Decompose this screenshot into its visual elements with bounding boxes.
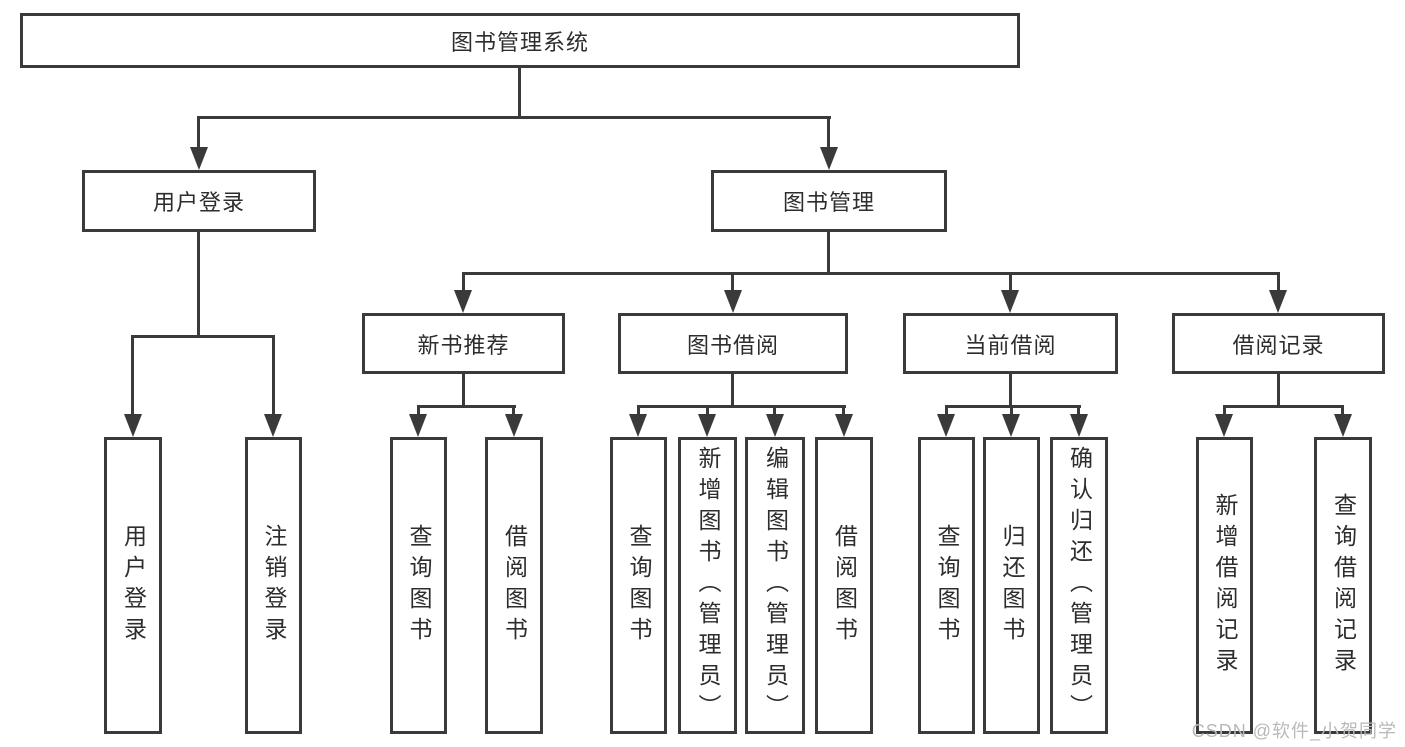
node-book-management-label: 图书管理 <box>782 190 875 215</box>
node-book-management: 图书管理 <box>711 170 947 232</box>
arrowhead-leaf-logout <box>264 414 282 437</box>
node-new-book-recommend: 新书推荐 <box>362 313 565 374</box>
edge-drop-leaf-logout <box>272 335 275 415</box>
leaf-add-books-admin-label: 新增图书（管理员） <box>695 446 721 725</box>
node-new-book-recommend-label: 新书推荐 <box>417 332 510 358</box>
node-root-system: 图书管理系统 <box>20 13 1020 68</box>
arrowhead-borrow-books-b <box>505 414 523 437</box>
edge-drop-query-books-b <box>417 405 420 417</box>
arrowhead-current-borrow <box>1001 290 1019 313</box>
arrowhead-book-management <box>820 147 838 170</box>
arrowhead-book-borrow <box>724 290 742 313</box>
leaf-query-books-current: 查询图书 <box>918 437 975 734</box>
leaf-borrow-books-label: 借阅图书 <box>831 523 858 648</box>
edge-user-login-rail <box>131 335 275 338</box>
edge-l2-rail <box>197 116 831 119</box>
edge-drop-borrow-books-c <box>842 405 845 417</box>
edge-drop-book-borrow <box>731 272 734 292</box>
arrowhead-query-books-c <box>629 414 647 437</box>
leaf-add-books-admin: 新增图书（管理员） <box>678 437 737 734</box>
leaf-return-books: 归还图书 <box>983 437 1040 734</box>
node-user-login-module-label: 用户登录 <box>152 190 245 215</box>
csdn-watermark: CSDN @软件_小贺同学 <box>1191 721 1397 741</box>
edge-drop-add-record-e <box>1223 405 1226 417</box>
leaf-logout: 注销登录 <box>245 437 302 734</box>
leaf-query-books-recommend: 查询图书 <box>390 437 447 734</box>
arrowhead-add-record-e <box>1215 414 1233 437</box>
arrowhead-add-books-c <box>698 414 716 437</box>
leaf-query-books-borrow-label: 查询图书 <box>626 523 652 648</box>
arrowhead-query-record-e <box>1334 414 1352 437</box>
edge-l3-rail <box>462 272 1280 275</box>
edge-drop-current-borrow <box>1009 272 1012 292</box>
edge-new-book-rail <box>417 405 516 408</box>
leaf-logout-label: 注销登录 <box>261 523 287 648</box>
leaf-query-borrow-record: 查询借阅记录 <box>1314 437 1372 734</box>
edge-current-borrow-stub <box>1009 374 1012 407</box>
leaf-confirm-return-admin-label: 确认归还（管理员） <box>1066 446 1093 725</box>
edge-borrow-records-rail <box>1223 405 1343 408</box>
edge-drop-user-login <box>197 116 200 150</box>
leaf-add-borrow-record: 新增借阅记录 <box>1196 437 1253 734</box>
edge-book-management-stub <box>827 232 830 274</box>
leaf-borrow-books-recommend-label: 借阅图书 <box>501 523 528 648</box>
edge-new-book-stub <box>462 374 465 407</box>
node-borrow-records-label: 借阅记录 <box>1232 332 1325 358</box>
leaf-confirm-return-admin: 确认归还（管理员） <box>1050 437 1108 734</box>
node-book-borrow-label: 图书借阅 <box>686 332 779 358</box>
node-current-borrow: 当前借阅 <box>903 313 1118 374</box>
leaf-return-books-label: 归还图书 <box>999 523 1025 648</box>
leaf-edit-books-admin-label: 编辑图书（管理员） <box>762 446 789 725</box>
edge-drop-edit-books-c <box>773 405 776 417</box>
arrowhead-confirm-return-d <box>1070 414 1088 437</box>
arrowhead-query-books-d <box>937 414 955 437</box>
leaf-query-borrow-record-label: 查询借阅记录 <box>1330 492 1357 679</box>
leaf-user-login-label: 用户登录 <box>120 523 147 648</box>
leaf-add-borrow-record-label: 新增借阅记录 <box>1212 492 1238 679</box>
edge-current-borrow-rail <box>945 405 1081 408</box>
edge-drop-new-book <box>462 272 465 292</box>
node-root-system-label: 图书管理系统 <box>450 29 589 55</box>
edge-drop-query-record-e <box>1341 405 1344 417</box>
leaf-query-books-current-label: 查询图书 <box>934 523 960 648</box>
arrowhead-borrow-books-c <box>835 414 853 437</box>
edge-root-stub <box>518 67 521 117</box>
leaf-query-books-borrow: 查询图书 <box>610 437 667 734</box>
leaf-user-login: 用户登录 <box>104 437 162 734</box>
edge-drop-borrow-records <box>1277 272 1280 292</box>
edge-book-borrow-stub <box>731 374 734 407</box>
leaf-edit-books-admin: 编辑图书（管理员） <box>745 437 805 734</box>
arrowhead-new-book <box>454 290 472 313</box>
edge-drop-query-books-d <box>945 405 948 417</box>
arrowhead-return-books-d <box>1002 414 1020 437</box>
leaf-borrow-books-recommend: 借阅图书 <box>485 437 543 734</box>
edge-book-borrow-rail <box>637 405 846 408</box>
edge-drop-confirm-return-d <box>1077 405 1080 417</box>
arrowhead-edit-books-c <box>766 414 784 437</box>
edge-drop-borrow-books-b <box>512 405 515 417</box>
edge-drop-book-management <box>827 116 830 150</box>
arrowhead-user-login <box>190 147 208 170</box>
leaf-borrow-books: 借阅图书 <box>815 437 873 734</box>
edge-drop-return-books-d <box>1010 405 1013 417</box>
edge-borrow-records-stub <box>1277 374 1280 407</box>
arrowhead-query-books-b <box>409 414 427 437</box>
node-book-borrow: 图书借阅 <box>618 313 848 374</box>
edge-drop-query-books-c <box>637 405 640 417</box>
node-user-login-module: 用户登录 <box>82 170 316 232</box>
arrowhead-borrow-records <box>1269 290 1287 313</box>
edge-user-login-stub <box>197 232 200 335</box>
edge-drop-leaf-user-login <box>131 335 134 415</box>
arrowhead-leaf-user-login <box>124 414 142 437</box>
edge-drop-add-books-c <box>706 405 709 417</box>
node-current-borrow-label: 当前借阅 <box>964 332 1057 358</box>
leaf-query-books-recommend-label: 查询图书 <box>406 523 432 648</box>
node-borrow-records: 借阅记录 <box>1172 313 1385 374</box>
